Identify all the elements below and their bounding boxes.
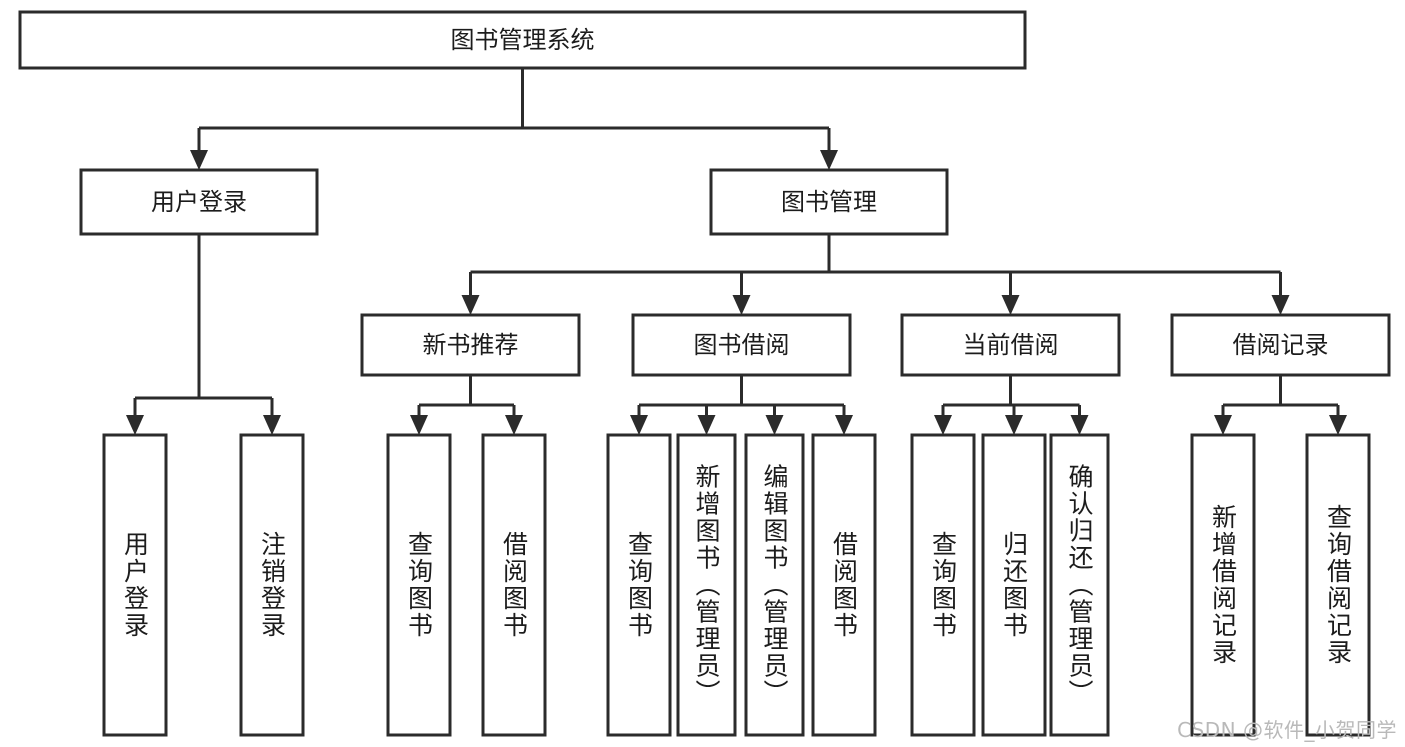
node-box — [1049, 433, 1110, 737]
connectors-layer — [126, 68, 1347, 435]
node-label: 编辑图书（管理员） — [760, 464, 789, 707]
conn-book-borrow-arrowhead-2 — [765, 415, 784, 435]
node-box — [481, 433, 547, 737]
node-box — [744, 433, 805, 737]
conn-book-manage-arrowhead-2 — [1001, 295, 1020, 315]
conn-book-borrow-arrowhead-3 — [835, 415, 853, 435]
node-leaf-query-book-1[interactable]: 查询图书 — [386, 433, 452, 737]
node-user-login[interactable]: 用户登录 — [79, 168, 319, 236]
node-leaf-add-book[interactable]: 新增图书（管理员） — [676, 433, 737, 737]
node-box — [811, 433, 877, 737]
node-label: 查询图书 — [929, 531, 958, 639]
nodes-layer: 图书管理系统用户登录图书管理新书推荐图书借阅当前借阅借阅记录用户登录注销登录查询… — [18, 10, 1391, 737]
node-leaf-query-book-3[interactable]: 查询图书 — [910, 433, 976, 737]
node-label: 当前借阅 — [963, 331, 1059, 359]
node-box — [981, 433, 1047, 737]
conn-borrow-record-arrowhead-1 — [1329, 415, 1347, 435]
node-label: 查询图书 — [405, 531, 434, 639]
node-leaf-user-login[interactable]: 用户登录 — [102, 433, 168, 737]
conn-book-borrow-arrowhead-1 — [697, 415, 716, 435]
node-box — [18, 10, 1027, 70]
node-box — [900, 313, 1121, 377]
node-box — [709, 168, 949, 236]
conn-book-manage-arrowhead-1 — [732, 295, 751, 315]
conn-book-manage-arrowhead-0 — [461, 295, 480, 315]
conn-user-login-arrowhead-0 — [126, 415, 144, 435]
node-box — [910, 433, 976, 737]
node-label: 图书借阅 — [694, 331, 790, 359]
node-book-manage[interactable]: 图书管理 — [709, 168, 949, 236]
node-label: 查询图书 — [625, 531, 654, 639]
node-leaf-borrow-book-2[interactable]: 借阅图书 — [811, 433, 877, 737]
node-box — [1305, 433, 1371, 737]
node-leaf-user-logout[interactable]: 注销登录 — [239, 433, 305, 737]
node-box — [1170, 313, 1391, 377]
node-label: 图书管理系统 — [451, 26, 595, 54]
node-box — [386, 433, 452, 737]
conn-new-book-recommend-arrowhead-0 — [410, 415, 428, 435]
node-label: 借阅记录 — [1233, 331, 1329, 359]
conn-user-login-arrowhead-1 — [263, 415, 281, 435]
node-leaf-query-book-2[interactable]: 查询图书 — [606, 433, 672, 737]
node-box — [606, 433, 672, 737]
node-leaf-query-record[interactable]: 查询借阅记录 — [1305, 433, 1371, 737]
node-box — [79, 168, 319, 236]
node-box — [239, 433, 305, 737]
node-leaf-return-book[interactable]: 归还图书 — [981, 433, 1047, 737]
node-label: 确认归还（管理员） — [1065, 464, 1094, 707]
node-label: 查询借阅记录 — [1324, 504, 1353, 666]
node-box — [360, 313, 581, 377]
node-box — [631, 313, 852, 377]
conn-current-borrow-arrowhead-2 — [1070, 415, 1089, 435]
node-label: 新增图书（管理员） — [692, 464, 721, 707]
node-label: 注销登录 — [258, 531, 287, 639]
conn-current-borrow-arrowhead-0 — [934, 415, 952, 435]
node-leaf-edit-book[interactable]: 编辑图书（管理员） — [744, 433, 805, 737]
node-root[interactable]: 图书管理系统 — [18, 10, 1027, 70]
conn-borrow-record-arrowhead-0 — [1214, 415, 1232, 435]
node-leaf-confirm-return[interactable]: 确认归还（管理员） — [1049, 433, 1110, 737]
node-label: 借阅图书 — [830, 531, 859, 639]
node-label: 用户登录 — [121, 531, 150, 639]
conn-book-borrow-arrowhead-0 — [630, 415, 648, 435]
conn-current-borrow-arrowhead-1 — [1005, 415, 1023, 435]
conn-root-arrowhead-1 — [820, 150, 838, 170]
watermark-text: CSDN @软件_小贺同学 — [1177, 718, 1397, 742]
node-label: 借阅图书 — [500, 531, 529, 639]
node-label: 新书推荐 — [423, 331, 519, 359]
node-borrow-record[interactable]: 借阅记录 — [1170, 313, 1391, 377]
node-book-borrow[interactable]: 图书借阅 — [631, 313, 852, 377]
node-box — [102, 433, 168, 737]
node-label: 新增借阅记录 — [1209, 504, 1238, 666]
node-box — [1190, 433, 1256, 737]
conn-new-book-recommend-arrowhead-1 — [505, 415, 523, 435]
node-label: 用户登录 — [151, 188, 247, 216]
node-box — [676, 433, 737, 737]
conn-book-manage-arrowhead-3 — [1271, 295, 1290, 315]
node-label: 归还图书 — [1000, 531, 1029, 639]
node-leaf-borrow-book-1[interactable]: 借阅图书 — [481, 433, 547, 737]
node-leaf-add-record[interactable]: 新增借阅记录 — [1190, 433, 1256, 737]
node-current-borrow[interactable]: 当前借阅 — [900, 313, 1121, 377]
conn-root-arrowhead-0 — [190, 150, 208, 170]
node-new-book-recommend[interactable]: 新书推荐 — [360, 313, 581, 377]
node-label: 图书管理 — [781, 188, 877, 216]
